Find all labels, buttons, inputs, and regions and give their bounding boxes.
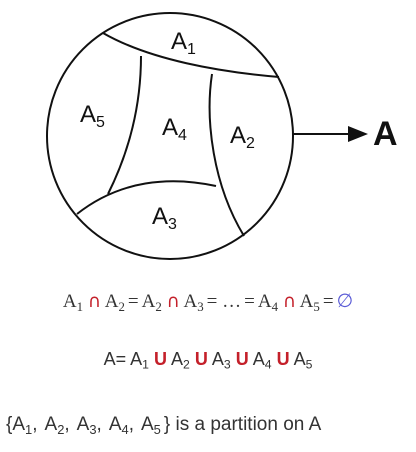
set-circle — [46, 12, 294, 260]
partition-statement: {A1,A2,A3,A4,A5} is a partition on A — [6, 414, 322, 437]
boundary-a4-a2 — [208, 73, 245, 237]
region-label-a1: A1 — [171, 28, 196, 58]
region-label-a2: A2 — [230, 122, 255, 152]
region-label-a5: A5 — [80, 101, 105, 131]
boundary-a1 — [102, 32, 280, 78]
region-label-a3: A3 — [152, 203, 177, 233]
region-label-a4: A4 — [162, 114, 187, 144]
intersection-formula: A1 ∩ A2=A2 ∩ A3= …=A4 ∩ A5=∅ — [62, 290, 354, 314]
arrow-head — [348, 126, 368, 142]
partition-diagram: A A1 A2 A3 A4 A5 — [46, 12, 398, 260]
set-label: A — [373, 115, 398, 153]
union-formula: A= A1 U A2 U A3 U A4 U A5 — [103, 349, 313, 372]
boundary-a3 — [76, 180, 217, 215]
boundary-a5-a4 — [107, 55, 142, 195]
